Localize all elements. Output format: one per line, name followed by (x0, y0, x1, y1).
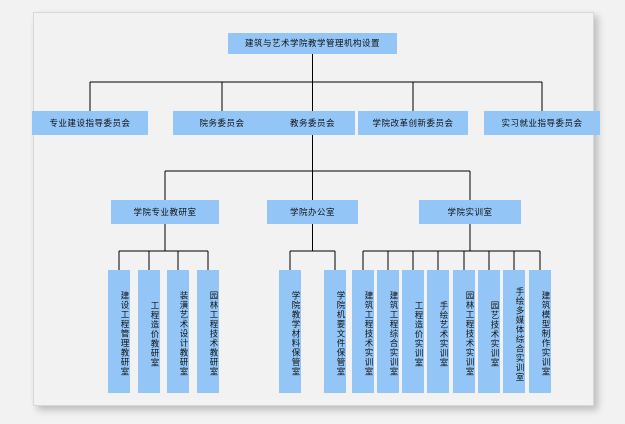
office-room-node-1[interactable]: 学院教学材料保管室 (279, 270, 301, 393)
committee-node-1[interactable]: 专业建设指导委员会 (32, 111, 148, 135)
teaching-room-label: 园林工程技术教研室 (209, 291, 219, 377)
committee-node-5[interactable]: 实习就业指导委员会 (484, 111, 600, 135)
training-room-node-8[interactable]: 建筑模型制作实训室 (529, 270, 551, 393)
root-node-label: 建筑与艺术学院教学管理机构设置 (244, 38, 380, 48)
division-label: 学院实训室 (447, 206, 493, 217)
teaching-room-node-1[interactable]: 建设工程管理教研室 (108, 270, 130, 393)
committee-label: 院务委员会 (199, 117, 245, 128)
training-room-node-6[interactable]: 园艺技术实训室 (478, 270, 500, 393)
training-room-label: 建筑模型制作实训室 (541, 291, 551, 377)
training-room-label: 手绘多媒体综合实训室 (515, 286, 525, 382)
committee-label: 实习就业指导委员会 (501, 117, 583, 128)
training-room-node-4[interactable]: 手绘艺术实训室 (427, 270, 449, 393)
training-room-label: 建筑工程技术实训室 (364, 291, 374, 377)
training-room-node-7[interactable]: 手绘多媒体综合实训室 (503, 270, 525, 393)
division-node-office[interactable]: 学院办公室 (267, 200, 358, 224)
committee-node-2[interactable]: 院务委员会 (173, 111, 271, 135)
training-room-node-5[interactable]: 园林工程技术实训室 (453, 270, 475, 393)
training-room-label: 园林工程技术实训室 (465, 291, 475, 377)
division-node-teaching[interactable]: 学院专业教研室 (111, 200, 219, 224)
office-room-node-2[interactable]: 学院机要文件保管室 (324, 270, 346, 393)
training-room-label: 建筑工程综合实训室 (389, 291, 399, 377)
committee-node-3[interactable]: 教务委员会 (270, 111, 355, 135)
committee-label: 教务委员会 (289, 117, 335, 128)
training-room-label: 园艺技术实训室 (490, 300, 500, 368)
division-node-training[interactable]: 学院实训室 (419, 200, 521, 224)
root-node[interactable]: 建筑与艺术学院教学管理机构设置 (228, 33, 397, 54)
division-label: 学院办公室 (289, 206, 335, 217)
training-room-node-1[interactable]: 建筑工程技术实训室 (352, 270, 374, 393)
teaching-room-node-4[interactable]: 园林工程技术教研室 (197, 270, 219, 393)
committee-label: 学院改革创新委员会 (372, 117, 454, 128)
teaching-room-label: 建设工程管理教研室 (120, 291, 130, 377)
teaching-room-node-3[interactable]: 装潢艺术设计教研室 (167, 270, 189, 393)
division-label: 学院专业教研室 (133, 206, 197, 217)
committee-label: 专业建设指导委员会 (49, 117, 131, 128)
training-room-label: 手绘艺术实训室 (439, 300, 449, 368)
training-room-label: 工程造价实训室 (414, 300, 424, 368)
office-room-label: 学院机要文件保管室 (336, 291, 346, 377)
teaching-room-node-2[interactable]: 工程造价教研室 (138, 270, 160, 393)
training-room-node-3[interactable]: 工程造价实训室 (402, 270, 424, 393)
teaching-room-label: 装潢艺术设计教研室 (179, 291, 189, 377)
teaching-room-label: 工程造价教研室 (150, 300, 160, 368)
training-room-node-2[interactable]: 建筑工程综合实训室 (377, 270, 399, 393)
office-room-label: 学院教学材料保管室 (291, 291, 301, 377)
committee-node-4[interactable]: 学院改革创新委员会 (358, 111, 468, 135)
